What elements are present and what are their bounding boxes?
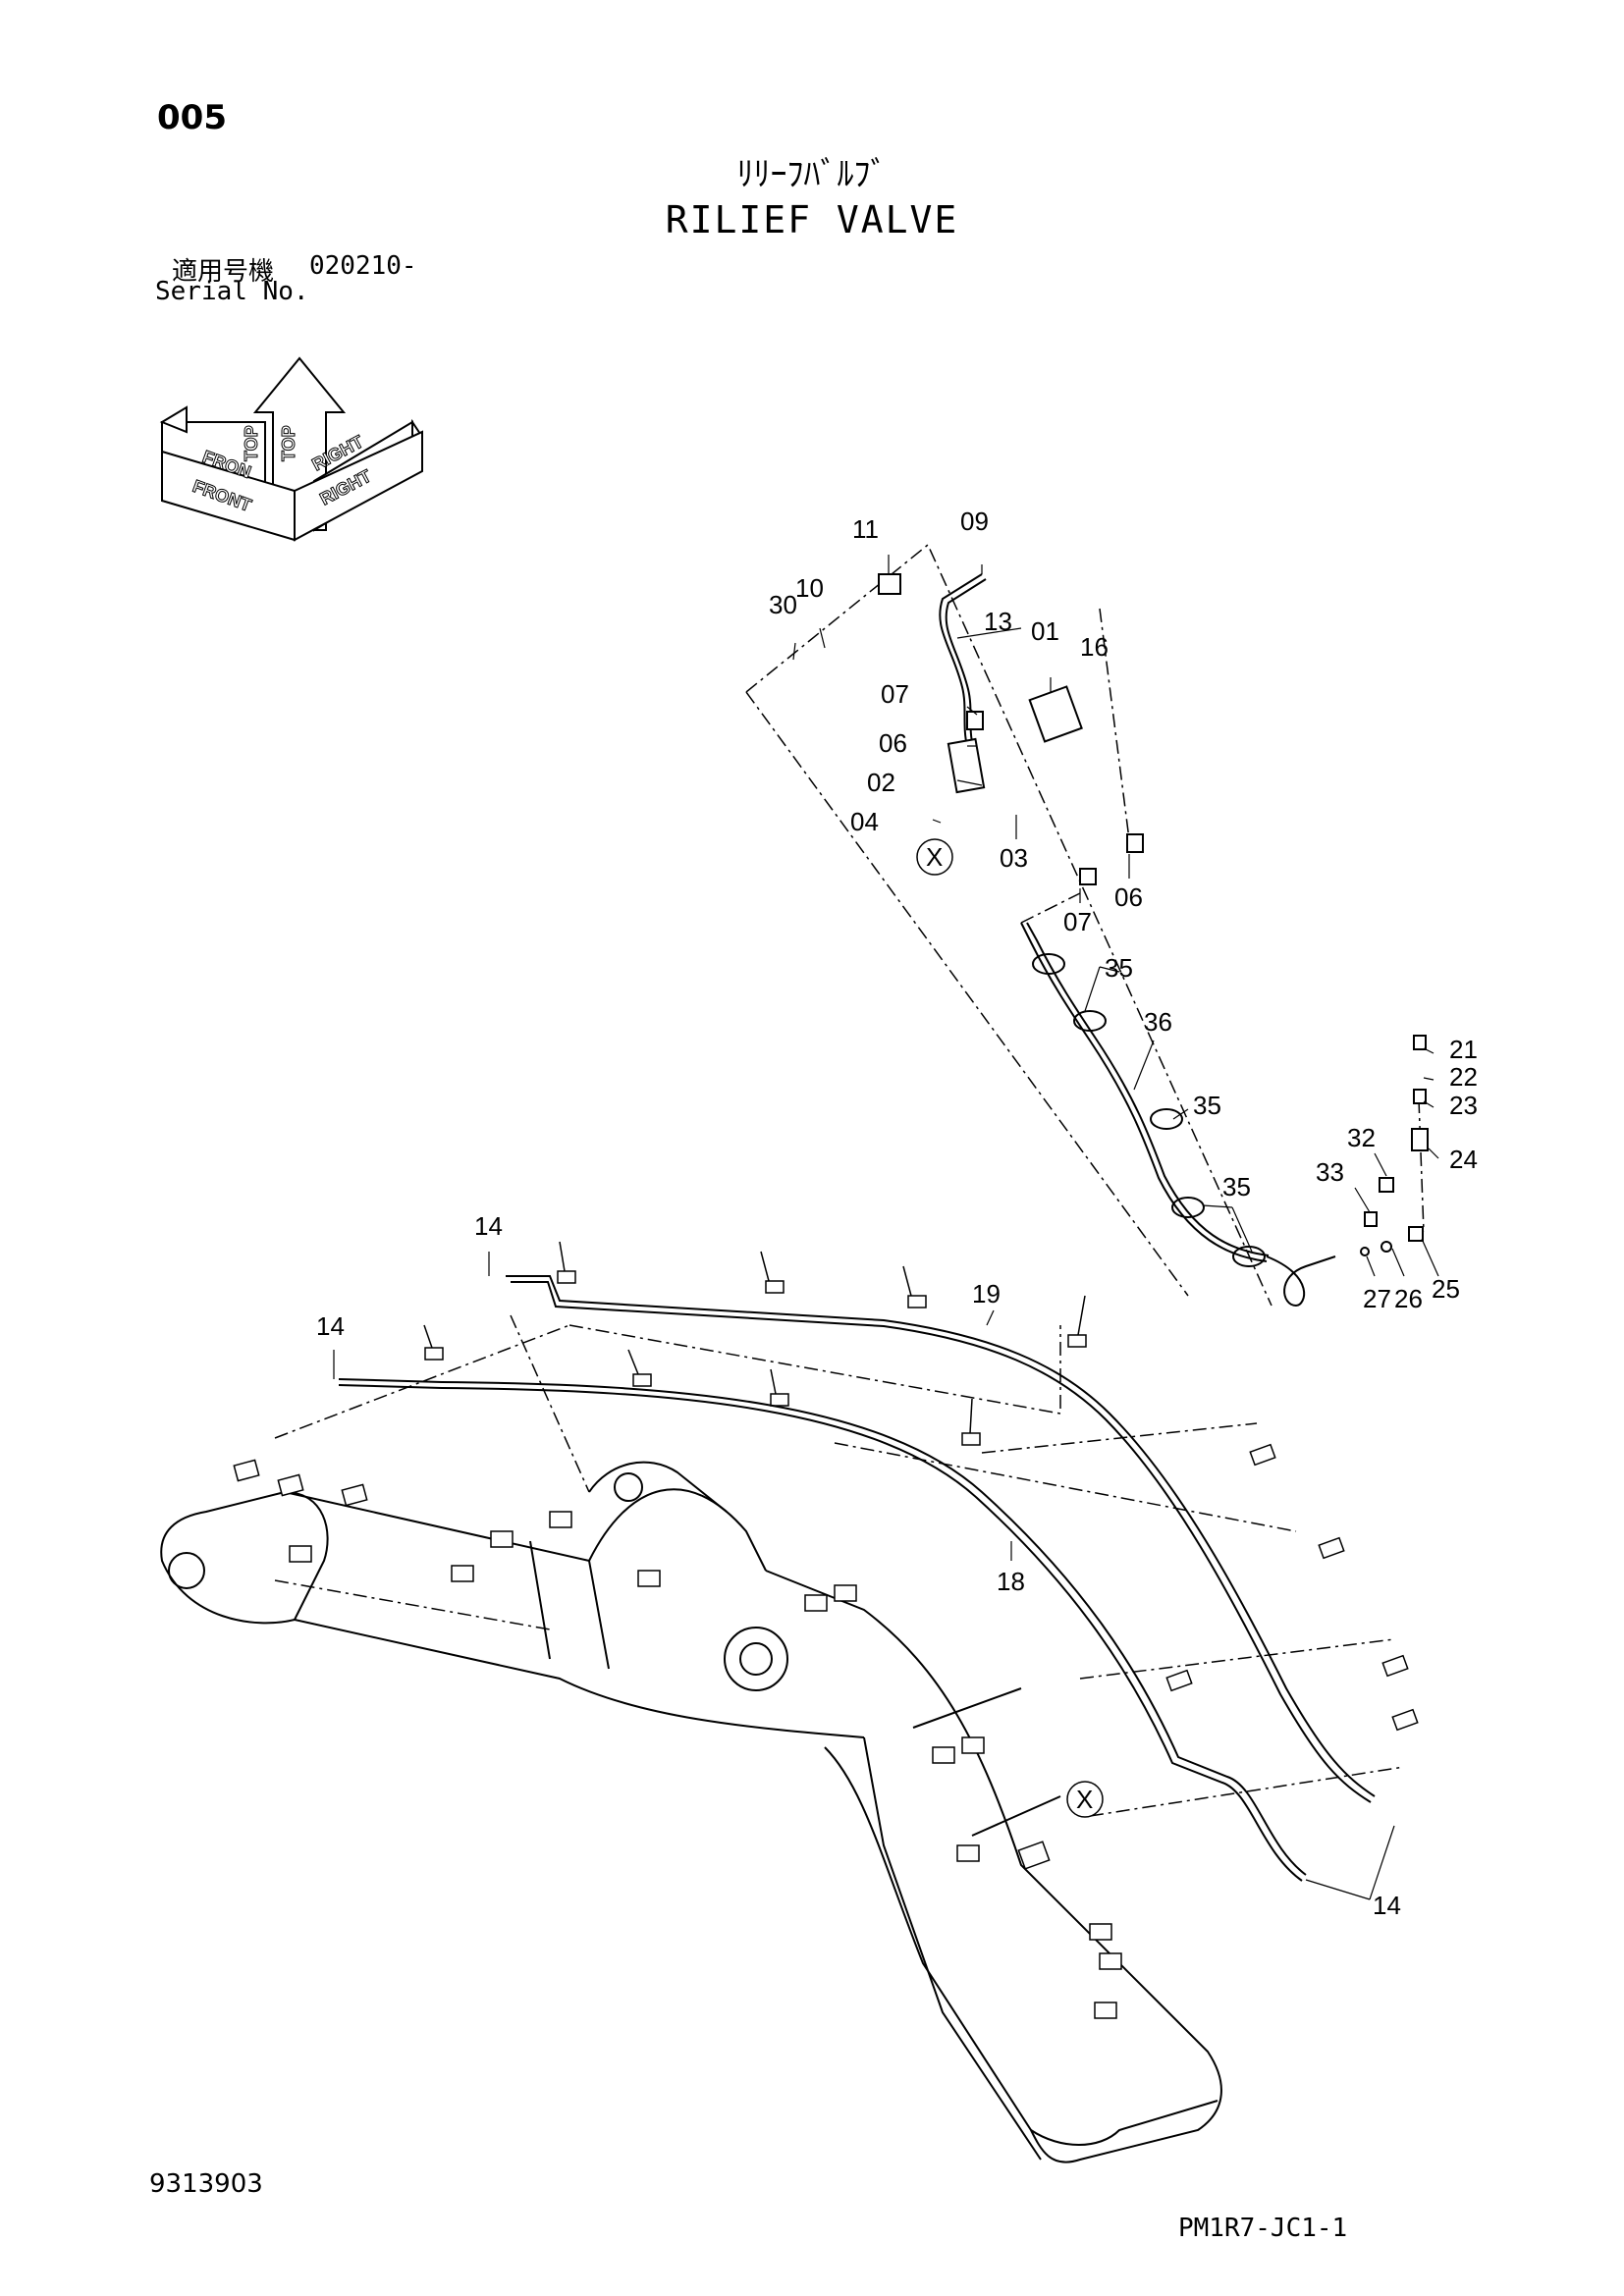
serial-label-en: Serial No. bbox=[155, 277, 309, 306]
leader-lines bbox=[333, 555, 1439, 1900]
title-english: RILIEF VALVE bbox=[665, 198, 959, 241]
callout-07b: 07 bbox=[1063, 907, 1092, 936]
clamp-brackets bbox=[233, 1270, 1419, 2019]
reference-circle-x-upper bbox=[916, 838, 953, 876]
callout-01: 01 bbox=[1031, 616, 1059, 646]
callout-14a: 14 bbox=[474, 1211, 503, 1241]
callout-09: 09 bbox=[960, 507, 989, 536]
reference-x-lower: X bbox=[1076, 1785, 1093, 1814]
callout-32: 32 bbox=[1347, 1123, 1376, 1152]
callout-33: 33 bbox=[1316, 1157, 1344, 1187]
callout-18: 18 bbox=[997, 1567, 1025, 1596]
callout-06a: 06 bbox=[879, 728, 907, 758]
callout-21: 21 bbox=[1449, 1035, 1478, 1064]
title-japanese: ﾘﾘｰﾌﾊﾞﾙﾌﾞ bbox=[736, 155, 888, 194]
reference-x-upper: X bbox=[926, 842, 943, 872]
orientation-top: TOP bbox=[279, 425, 298, 461]
reference-circle-x-lower bbox=[1066, 1781, 1104, 1818]
bolt-stems bbox=[423, 1241, 1086, 1434]
callout-35a: 35 bbox=[1105, 953, 1133, 983]
callout-03: 03 bbox=[1000, 843, 1028, 873]
orientation-top-mirror: TOP bbox=[242, 425, 261, 461]
pipes bbox=[338, 1275, 1376, 1882]
callout-35b: 35 bbox=[1193, 1091, 1221, 1120]
callout-22: 22 bbox=[1449, 1062, 1478, 1092]
callout-06b: 06 bbox=[1114, 882, 1143, 912]
callout-14c: 14 bbox=[1373, 1891, 1401, 1920]
serial-value: 020210- bbox=[309, 251, 417, 281]
callout-11: 11 bbox=[852, 514, 879, 544]
callout-07a: 07 bbox=[881, 679, 909, 709]
upper-hose-assembly bbox=[878, 573, 1429, 1308]
assembly-guide-lines bbox=[274, 543, 1425, 1817]
callout-10: 10 bbox=[795, 573, 824, 603]
boom-structure bbox=[160, 1461, 1222, 2163]
orientation-indicator bbox=[159, 356, 424, 542]
document-number: 9313903 bbox=[149, 2169, 263, 2199]
callout-27: 27 bbox=[1363, 1284, 1391, 1313]
callout-24: 24 bbox=[1449, 1145, 1478, 1174]
callout-25: 25 bbox=[1432, 1274, 1460, 1304]
callout-02: 02 bbox=[867, 768, 895, 797]
callout-26: 26 bbox=[1394, 1284, 1423, 1313]
serial-label-jp: 適用号機 bbox=[172, 257, 275, 287]
callout-30: 30 bbox=[769, 590, 797, 619]
callout-14b: 14 bbox=[316, 1311, 345, 1341]
callout-13: 13 bbox=[984, 607, 1012, 636]
callout-35c: 35 bbox=[1222, 1172, 1251, 1201]
callout-23: 23 bbox=[1449, 1091, 1478, 1120]
callout-36: 36 bbox=[1144, 1007, 1172, 1037]
code-reference: PM1R7-JC1-1 bbox=[1178, 2214, 1348, 2243]
callout-16: 16 bbox=[1080, 632, 1109, 662]
callout-04: 04 bbox=[850, 807, 879, 836]
callout-19: 19 bbox=[972, 1279, 1001, 1308]
page-id: 005 bbox=[157, 98, 227, 137]
